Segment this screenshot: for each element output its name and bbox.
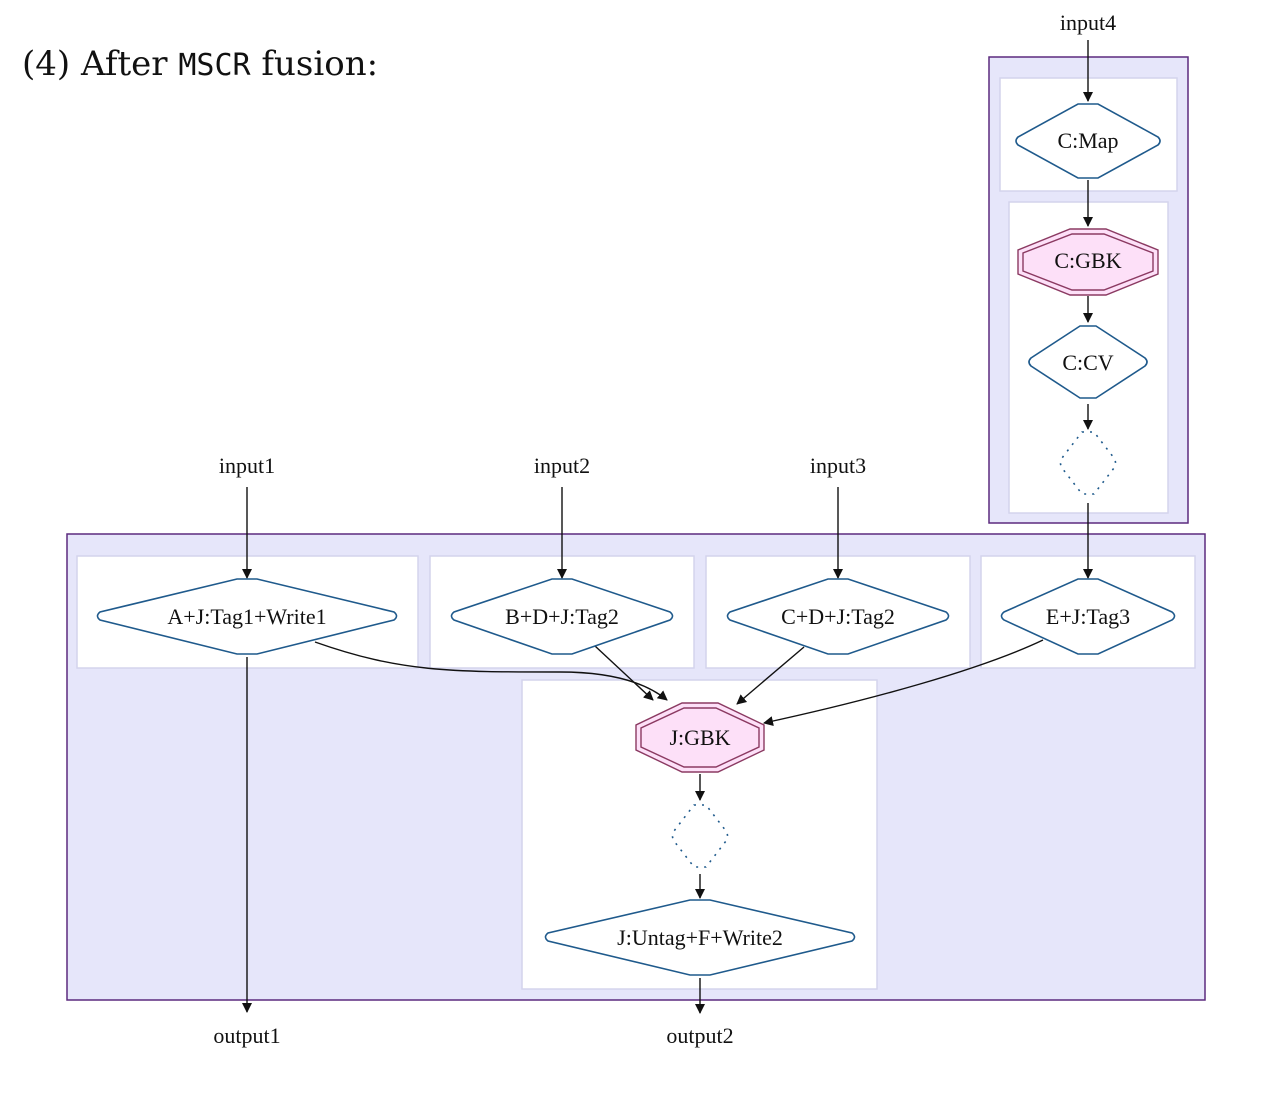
node-j-gbk	[635, 702, 765, 773]
input4-label: input4	[1060, 10, 1116, 35]
node-c-gbk-label: C:GBK	[1054, 248, 1121, 273]
node-b-tag2-label: B+D+J:Tag2	[505, 604, 619, 629]
edge-ctag2-jgbk	[736, 646, 805, 705]
node-a-tag1	[96, 578, 398, 655]
node-b-tag2	[450, 578, 674, 655]
node-e-tag3-label: E+J:Tag3	[1046, 604, 1130, 629]
edge-atag1-jgbk	[314, 641, 668, 701]
input3-label: input3	[810, 453, 866, 478]
node-j-placeholder	[671, 804, 729, 868]
node-j-untag	[544, 899, 856, 976]
node-j-untag-label: J:Untag+F+Write2	[617, 925, 783, 950]
node-c-cv-label: C:CV	[1062, 350, 1113, 375]
figure-heading: (4) After MSCR fusion:	[22, 44, 378, 84]
input2-label: input2	[534, 453, 590, 478]
node-j-gbk-label: J:GBK	[669, 725, 730, 750]
heading-code: MSCR	[178, 48, 251, 83]
node-c-tag2-label: C+D+J:Tag2	[781, 604, 895, 629]
node-c-cv	[1028, 325, 1148, 399]
node-c-map	[1015, 103, 1161, 179]
node-c-placeholder	[1059, 431, 1117, 495]
edge-btag2-jgbk	[594, 645, 654, 701]
node-c-tag2	[726, 578, 950, 655]
output1-label: output1	[213, 1023, 280, 1048]
node-e-tag3	[1000, 578, 1176, 655]
edge-etag3-jgbk	[763, 639, 1044, 726]
node-c-map-label: C:Map	[1057, 128, 1118, 153]
input1-label: input1	[219, 453, 275, 478]
node-a-tag1-label: A+J:Tag1+Write1	[167, 604, 326, 629]
heading-prefix: (4) After	[22, 44, 179, 84]
node-c-gbk	[1017, 228, 1159, 296]
heading-suffix: fusion:	[250, 44, 379, 84]
output2-label: output2	[666, 1023, 733, 1048]
